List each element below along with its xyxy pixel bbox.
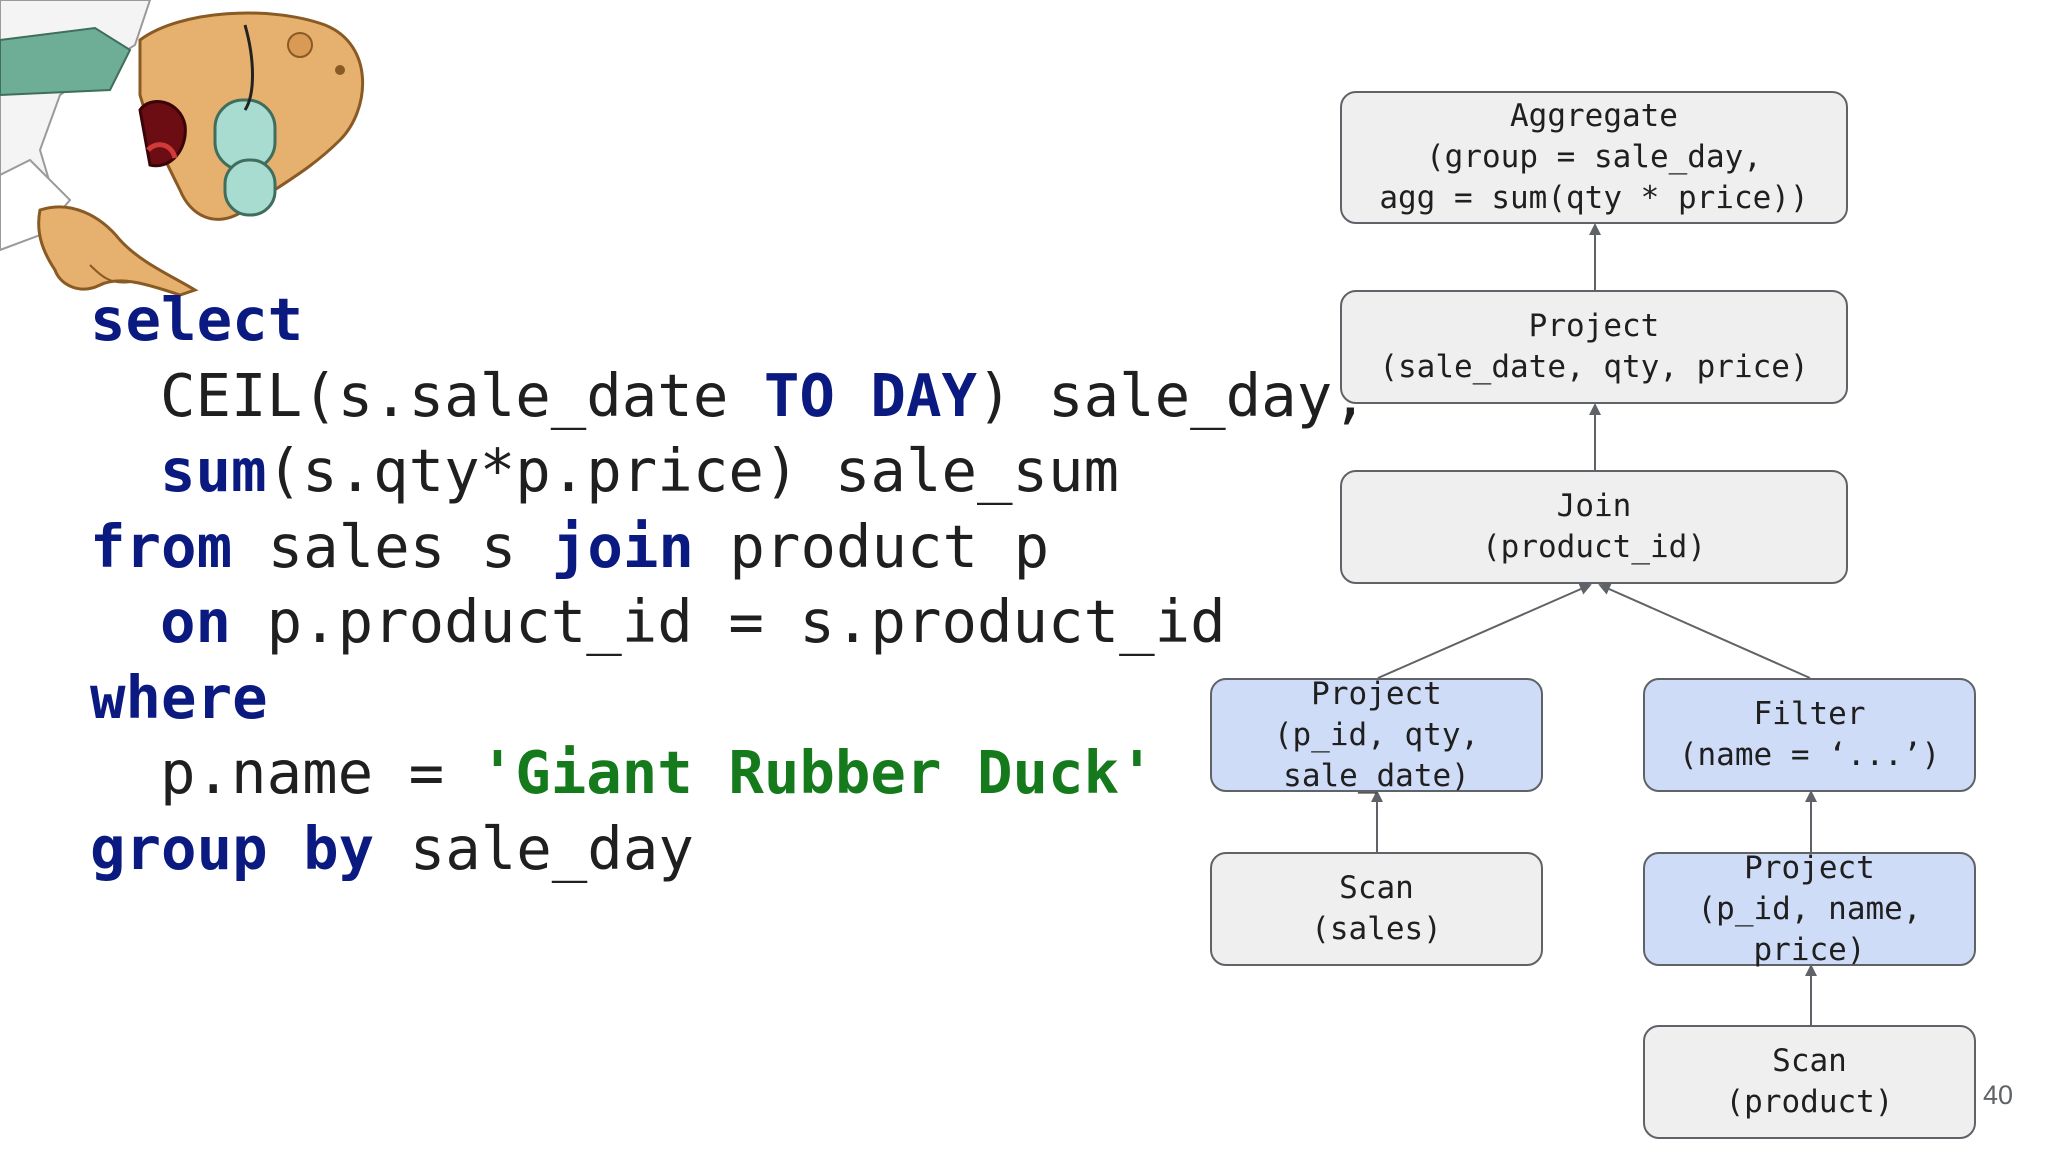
scan-product-node: Scan (product) xyxy=(1643,1025,1976,1139)
aggregate-node: Aggregate (group = sale_day, agg = sum(q… xyxy=(1340,91,1848,224)
professor-mascot-illustration xyxy=(0,0,365,297)
code-token: TO DAY xyxy=(763,360,977,430)
node-label: Filter xyxy=(1753,696,1866,732)
node-label: (product) xyxy=(1725,1084,1894,1120)
node-label: (p_id, name, xyxy=(1697,890,1922,927)
project-sales-node: Project (p_id, qty, sale_date) xyxy=(1210,676,1543,794)
code-token: sales s xyxy=(232,511,552,581)
node-label: Project xyxy=(1528,308,1660,344)
node-label: (p_id, qty, xyxy=(1273,716,1480,753)
code-line: from sales s join product p xyxy=(90,509,1368,585)
node-label: (group = sale_day, xyxy=(1426,139,1762,175)
filter-node: Filter (name = ‘...’) xyxy=(1643,678,1976,792)
project-node-top: Project (sale_date, qty, price) xyxy=(1340,290,1848,404)
code-token: sale_day xyxy=(374,813,694,883)
node-label: Scan xyxy=(1772,1043,1847,1079)
code-token: 'Giant Rubber Duck' xyxy=(479,738,1155,807)
node-label: Project xyxy=(1744,849,1875,886)
code-token: select xyxy=(90,285,304,354)
code-token: sum xyxy=(160,436,267,505)
code-token: on xyxy=(160,587,232,656)
code-token: (s.qty*p.price) sale_sum xyxy=(266,436,1120,505)
code-token: p.name = xyxy=(160,738,480,807)
project-product-node: Project (p_id, name, price) xyxy=(1643,850,1976,968)
node-label: (name = ‘...’) xyxy=(1678,737,1941,773)
code-token: join xyxy=(551,511,694,581)
node-label: sale_date) xyxy=(1283,757,1470,794)
edge-project-sales-to-join xyxy=(1377,583,1592,679)
node-label: Aggregate xyxy=(1510,98,1678,134)
code-line: select xyxy=(90,282,1368,358)
node-label: Scan xyxy=(1339,870,1414,906)
join-node: Join (product_id) xyxy=(1340,470,1848,584)
node-label: (product_id) xyxy=(1482,529,1706,565)
node-label: (sales) xyxy=(1311,911,1442,947)
code-token: where xyxy=(90,662,268,732)
code-token: from xyxy=(90,511,233,581)
node-label: Join xyxy=(1556,488,1632,524)
code-token: ) sale_day, xyxy=(977,360,1368,430)
code-line: sum(s.qty*p.price) sale_sum xyxy=(90,433,1368,509)
code-token: CEIL(s.sale_date xyxy=(160,360,764,430)
page-number: 40 xyxy=(1983,1080,2014,1110)
code-line: group by sale_day xyxy=(90,811,1368,887)
code-token: p.product_id = s.product_id xyxy=(231,587,1226,656)
node-label: (sale_date, qty, price) xyxy=(1379,349,1809,385)
code-token: group by xyxy=(90,813,375,883)
code-line: where xyxy=(90,660,1368,736)
code-line: CEIL(s.sale_date TO DAY) sale_day, xyxy=(90,358,1368,434)
node-label: Project xyxy=(1311,675,1442,712)
node-label: agg = sum(qty * price)) xyxy=(1379,180,1809,216)
edge-filter-to-join xyxy=(1598,583,1811,679)
code-line: on p.product_id = s.product_id xyxy=(90,584,1368,660)
node-label: price) xyxy=(1753,931,1866,968)
code-line: p.name = 'Giant Rubber Duck' xyxy=(90,735,1368,811)
scan-sales-node: Scan (sales) xyxy=(1210,852,1543,966)
code-token: product p xyxy=(693,511,1050,581)
